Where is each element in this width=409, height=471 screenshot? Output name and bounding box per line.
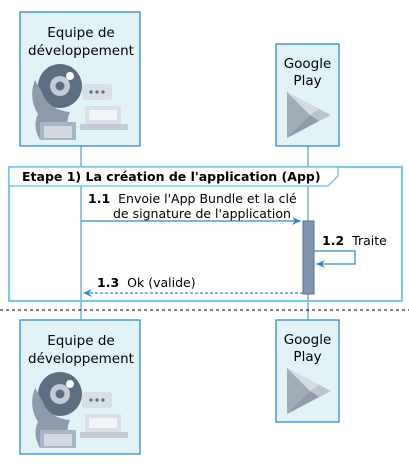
developer-team-icon [32, 64, 128, 140]
participant-label-line2: Play [293, 73, 321, 89]
message-1-3: 1.3 Ok (valide) [83, 275, 303, 297]
message-text-line1: Ok (valide) [127, 275, 195, 290]
participant-play-top: Google Play [275, 43, 340, 147]
message-number: 1.3 [97, 275, 119, 290]
message-text-line2: de signature de l'application [113, 206, 291, 221]
message-1-2: 1.2 Traite [314, 233, 387, 268]
participant-label-line1: Google [284, 332, 332, 348]
participant-dev-bottom: Equipe de développement [19, 319, 141, 455]
participant-label-line1: Google [284, 56, 332, 72]
participant-label-line2: développement [28, 43, 134, 59]
message-arrow [314, 250, 356, 268]
participant-box [275, 319, 340, 423]
developer-team-icon [32, 372, 128, 448]
frame-title-tab [8, 166, 339, 187]
step-frame: Etape 1) La création de l'application (A… [7, 165, 404, 303]
frame-title: Etape 1) La création de l'application (A… [22, 169, 321, 184]
message-number: 1.2 [322, 233, 344, 248]
message-text-line1: Traite [351, 233, 387, 248]
message-1-1: 1.1 Envoie l'App Bundle et la clé de sig… [81, 191, 301, 225]
message-text-line1: Envoie l'App Bundle et la clé [118, 191, 297, 206]
participant-box [275, 43, 340, 147]
message-label: 1.3 Ok (valide) [97, 275, 196, 290]
participant-dev-top: Equipe de développement [19, 11, 141, 147]
activation-bar [302, 220, 315, 295]
google-play-icon [287, 92, 331, 138]
participant-label-line2: Play [293, 349, 321, 365]
message-label: 1.2 Traite [322, 233, 387, 248]
participant-play-bottom: Google Play [275, 319, 340, 423]
participant-label-line2: développement [28, 351, 134, 367]
message-number: 1.1 [88, 191, 110, 206]
message-label: 1.1 Envoie l'App Bundle et la clé [88, 191, 297, 206]
participant-label-line1: Equipe de [47, 333, 114, 349]
google-play-icon [287, 368, 331, 414]
participant-label-line1: Equipe de [47, 25, 114, 41]
